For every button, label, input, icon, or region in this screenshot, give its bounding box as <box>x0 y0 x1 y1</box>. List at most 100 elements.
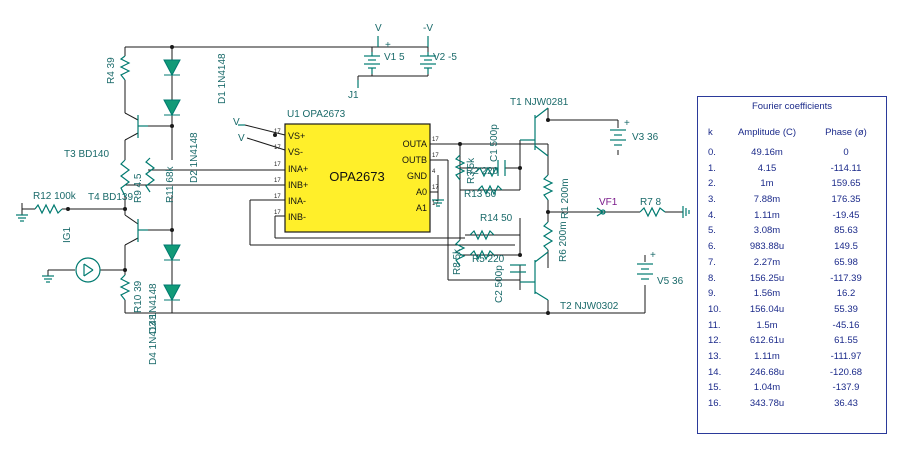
fourier-row: 4.1.11m-19.45 <box>698 208 886 224</box>
pin-outb: OUTB <box>402 155 427 165</box>
battery-v3-symbol <box>610 129 626 146</box>
cell-amplitude: 983.88u <box>749 241 785 253</box>
cell-k: 16. <box>708 398 722 409</box>
pin-number: 17 <box>432 137 439 143</box>
label-t2: T2 NJW0302 <box>560 301 619 312</box>
label-v1: V1 5 <box>384 52 405 63</box>
cell-phase: 61.55 <box>834 335 858 347</box>
pin-inb-neg: INB- <box>288 212 306 222</box>
battery-v5-symbol <box>637 263 653 280</box>
diode-d3 <box>163 244 181 262</box>
fourier-title: Fourier coefficients <box>751 101 833 112</box>
label-v-a: V <box>233 117 240 128</box>
cell-phase: 65.98 <box>834 256 858 268</box>
fourier-row: 2. 1m 159.65 <box>698 176 886 192</box>
cell-phase: -45.16 <box>832 319 860 331</box>
cell-amplitude: 1m <box>760 178 774 190</box>
label-r8: R8 5k <box>452 248 463 275</box>
transistor-t1-symbol <box>520 107 549 157</box>
label-vf1: VF1 <box>599 197 618 208</box>
cell-k: 3. <box>708 194 716 206</box>
label-r12: R12 100k <box>33 191 77 202</box>
cell-phase: 36.43 <box>834 398 858 409</box>
label-d4: D4 1N4148 <box>148 314 159 365</box>
pin-vs-pos: VS+ <box>288 131 305 141</box>
cell-k: 12. <box>708 335 722 347</box>
pin-gnd: GND <box>407 171 428 181</box>
transistor-t4-symbol <box>137 219 148 242</box>
cell-phase: -117.39 <box>830 272 862 284</box>
cell-amplitude: 1.5m <box>756 319 778 331</box>
cell-phase: 176.35 <box>831 194 861 206</box>
plus-v3: + <box>624 118 630 129</box>
cell-k: 11. <box>708 319 721 331</box>
cell-amplitude: 7.88m <box>753 194 781 206</box>
plus-v1: + <box>385 40 391 51</box>
pin-number: 17 <box>274 194 281 200</box>
label-u1: U1 OPA2673 <box>287 109 346 120</box>
label-r7: R7 8 <box>640 197 662 208</box>
fourier-row: 1.4.15-114.11 <box>698 161 886 177</box>
diodes <box>163 59 181 302</box>
battery-v2-symbol <box>420 52 436 74</box>
label-r6: R6 200m <box>558 221 569 262</box>
pin-number: 17 <box>432 201 439 207</box>
cell-k: 7. <box>708 256 716 268</box>
fourier-row: 13.1.11m-111.97 <box>698 349 886 365</box>
cell-phase: -19.45 <box>832 209 860 221</box>
cell-k: 15. <box>708 382 722 394</box>
cell-phase: 159.65 <box>831 178 861 190</box>
component-labels: V -V V1 5 V2 -5 J1 R4 39 D1 1N4148 U1 OP… <box>33 23 684 365</box>
diode-d1-upper <box>163 59 181 77</box>
cell-phase: 0 <box>843 147 849 158</box>
cell-k: 6. <box>708 241 716 253</box>
label-r14: R14 50 <box>480 213 513 224</box>
col-phase-header: Phase (ø) <box>825 127 867 138</box>
cell-phase: -111.97 <box>830 350 862 362</box>
label-t3: T3 BD140 <box>64 149 109 160</box>
pin-number: 17 <box>274 210 281 216</box>
cell-amplitude: 1.11m <box>754 350 780 362</box>
label-r1: R1 200m <box>560 178 571 219</box>
label-ig1: IG1 <box>62 226 73 243</box>
label-r9: R9 4.5 <box>133 173 144 203</box>
diode-d4 <box>163 284 181 302</box>
label-r5: R5 220 <box>472 254 505 265</box>
cell-k: 10. <box>708 303 722 315</box>
cell-k: 5. <box>708 225 716 237</box>
cell-phase: 85.63 <box>834 225 858 237</box>
cell-amplitude: 612.61u <box>749 335 785 347</box>
cell-phase: -120.68 <box>829 366 863 378</box>
cell-amplitude: 1.04m <box>753 382 781 394</box>
fourier-row: 3. 7.88m 176.35 <box>698 192 886 208</box>
label-c1: C1 500p <box>489 124 500 162</box>
label-j1: J1 <box>348 90 359 101</box>
fourier-row: 12. 612.61u 61.55 <box>698 333 886 349</box>
pin-number: 17 <box>274 162 281 168</box>
pin-outa: OUTA <box>403 139 427 149</box>
pin-inb-pos: INB+ <box>288 180 308 190</box>
cell-k: 8. <box>708 272 716 284</box>
label-d2: D2 1N4148 <box>189 132 200 183</box>
label-v-node: V <box>375 23 382 34</box>
cell-phase: -137.9 <box>832 382 860 394</box>
cell-phase: 149.5 <box>834 241 858 253</box>
diode-d1-lower <box>163 99 181 117</box>
fourier-header-row: k Amplitude (C) Phase (ø) <box>698 127 886 145</box>
col-k-header: k <box>708 127 713 138</box>
label-v5: V5 36 <box>657 276 684 287</box>
cell-amplitude: 4.15 <box>757 162 777 174</box>
label-c2: C2 500p <box>494 265 505 303</box>
wires <box>21 46 683 314</box>
cell-k: 2. <box>708 178 716 190</box>
ground-r7 <box>682 206 690 218</box>
pin-number: 17 <box>432 185 439 191</box>
cell-phase: 55.39 <box>834 303 858 315</box>
cell-phase: -114.11 <box>830 162 862 174</box>
battery-v1-symbol <box>364 52 380 74</box>
pin-a0: A0 <box>416 187 427 197</box>
